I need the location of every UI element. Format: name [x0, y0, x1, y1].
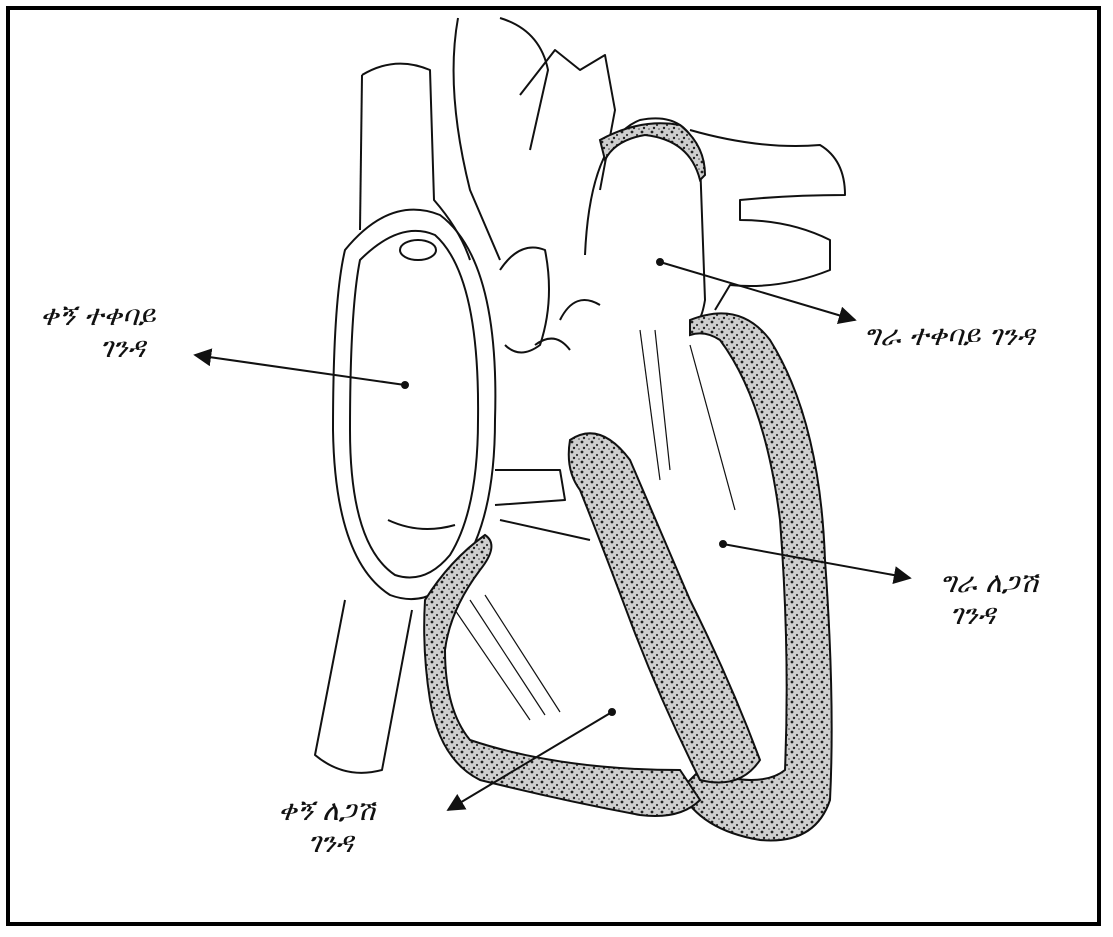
atrial-wall-band [600, 123, 705, 180]
right-atrium-outline [333, 210, 495, 599]
pulmonary-veins [690, 130, 845, 310]
aorta [454, 18, 500, 260]
interventricular-septum [569, 433, 760, 782]
label-left-atrium: ግራ ተቀባይ ገንዳ [864, 320, 1034, 352]
inferior-vena-cava [315, 600, 412, 773]
label-right-atrium: ቀኝ ተቀባይ ገንዳ [40, 300, 155, 364]
label-left-ventricle: ግራ ለጋሽ ገንዳ [940, 567, 1038, 631]
label-right-ventricle: ቀኝ ለጋሽ ገንዳ [278, 795, 375, 859]
